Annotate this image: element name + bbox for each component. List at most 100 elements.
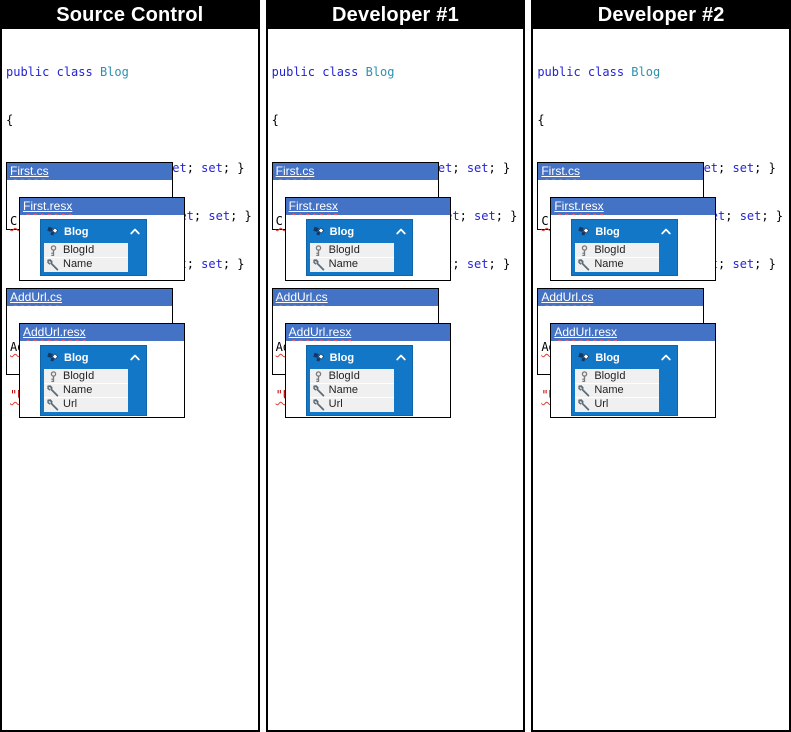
card-title: AddUrl.resx — [23, 325, 86, 339]
code-token: set — [201, 161, 223, 175]
entity-name: Blog — [64, 351, 89, 364]
card-title: First.resx — [23, 199, 73, 213]
code-line: public class Blog — [272, 64, 520, 80]
chevron-up-icon[interactable] — [396, 354, 406, 361]
code-token: set — [466, 257, 489, 271]
card-title-bar: First.resx — [285, 198, 450, 215]
code-token: ; } — [230, 209, 252, 223]
entity-property-row: BlogId — [44, 244, 128, 257]
card-title: First.cs — [541, 164, 580, 178]
entity-property-row: Name — [309, 257, 394, 271]
card-title-bar: AddUrl.cs — [538, 289, 704, 306]
column-body: public class Blog { public int BlogId { … — [2, 29, 258, 730]
key-icon — [313, 244, 325, 257]
card-title: AddUrl.resx — [554, 325, 618, 339]
code-token: public — [271, 65, 316, 79]
card-title: AddUrl.cs — [541, 290, 594, 304]
code-line: { — [272, 112, 520, 128]
code-token: set — [466, 161, 489, 175]
code-token: ; } — [495, 209, 518, 223]
code-token: ; } — [488, 161, 511, 175]
entity-property-row: Name — [575, 383, 660, 397]
chevron-up-icon[interactable] — [130, 228, 140, 235]
card-title-bar: First.cs — [538, 163, 704, 180]
entity-icon — [578, 225, 590, 238]
entity-name: Blog — [64, 225, 89, 238]
entity-property-label: BlogId — [63, 370, 95, 382]
chevron-up-icon[interactable] — [396, 228, 406, 235]
code-token: set — [732, 161, 755, 175]
code-token: ; — [452, 257, 467, 271]
entity-property-row: Name — [309, 383, 394, 397]
code-token: ; } — [754, 161, 776, 175]
card-title-bar: First.resx — [551, 198, 716, 215]
card-title-bar: AddUrl.resx — [285, 324, 450, 341]
entity-name: Blog — [329, 225, 355, 238]
entity-property-row: BlogId — [44, 370, 128, 383]
entity-icon — [47, 351, 59, 364]
code-token: ; } — [761, 209, 784, 223]
entity-property-label: Url — [328, 398, 343, 410]
card-title: First.resx — [288, 199, 338, 213]
entity-property-row: Name — [44, 257, 128, 271]
entity-property-label: Name — [63, 384, 93, 396]
wrench-icon — [578, 258, 590, 271]
entity-property-label: Url — [594, 398, 609, 410]
entity-property-row: Url — [575, 397, 660, 411]
card-title-bar: First.cs — [7, 163, 172, 180]
chevron-up-icon[interactable] — [661, 354, 671, 361]
code-token: ; — [186, 161, 202, 175]
card-title-bar: First.resx — [20, 198, 184, 215]
code-token: set — [474, 209, 496, 223]
entity-property-label: BlogId — [63, 244, 95, 256]
entity-property-label: BlogId — [328, 370, 360, 382]
card-title: AddUrl.cs — [275, 290, 328, 304]
column-developer-2: Developer #2 public class Blog { public … — [531, 0, 791, 732]
code-token: set — [208, 209, 231, 223]
code-token: ; — [186, 257, 202, 271]
card-title: AddUrl.cs — [10, 290, 63, 304]
entity-property-label: Url — [63, 398, 78, 410]
chevron-up-icon[interactable] — [130, 354, 140, 361]
code-token: ; — [193, 209, 209, 223]
code-line: { — [537, 112, 785, 128]
entity-icon — [578, 351, 590, 364]
entity-property-row: BlogId — [310, 244, 394, 257]
code-line: { — [6, 112, 254, 128]
card-title: AddUrl.resx — [288, 325, 352, 339]
column-title: Developer #2 — [533, 2, 789, 29]
code-token: ; — [718, 257, 733, 271]
chevron-up-icon[interactable] — [661, 228, 671, 235]
code-token: public — [6, 65, 50, 79]
card-title: First.resx — [554, 199, 604, 213]
code-token: ; } — [754, 257, 776, 271]
wrench-icon — [47, 258, 59, 271]
key-icon — [578, 370, 590, 383]
column-source-control: Source Control public class Blog { publi… — [0, 0, 260, 732]
code-token: { — [271, 113, 279, 127]
code-token: { — [6, 113, 14, 127]
entity-header: Blog — [307, 346, 412, 369]
card-title: First.cs — [275, 164, 315, 178]
code-token: set — [201, 257, 223, 271]
wrench-icon — [47, 384, 59, 397]
code-token: ; } — [222, 161, 245, 175]
code-token: Blog — [99, 65, 129, 79]
entity-icon — [47, 225, 59, 238]
entity-property-label: Name — [328, 258, 358, 270]
entity-header: Blog — [572, 220, 677, 243]
code-token: set — [739, 209, 762, 223]
code-token: ; — [459, 209, 475, 223]
